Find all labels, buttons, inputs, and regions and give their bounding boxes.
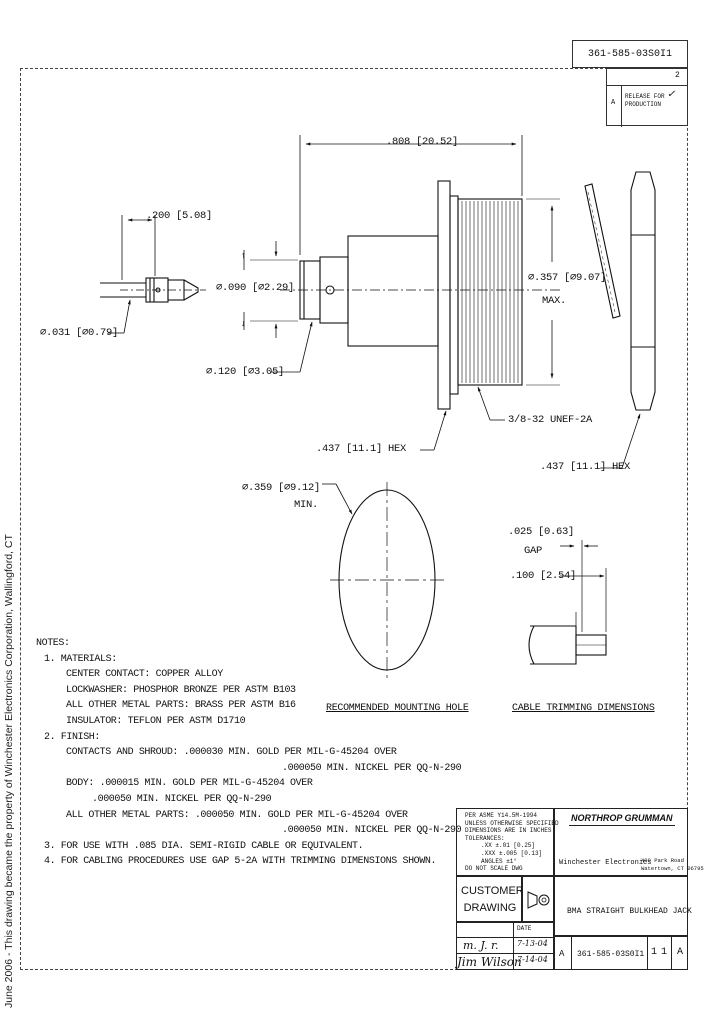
note-line: ALL OTHER METAL PARTS: BRASS PER ASTM B1… (66, 700, 296, 712)
size-value: A (559, 949, 565, 959)
caption-cable-trimming: CABLE TRIMMING DIMENSIONS (512, 703, 655, 714)
sheet-of: 1 (661, 947, 668, 958)
lockwasher-view (584, 183, 621, 319)
tolerance-line: DO NOT SCALE DWG (465, 865, 523, 873)
sheet-number: 1 (651, 947, 658, 958)
dim-overall-length: .808 [20.52] (386, 136, 459, 148)
note-line: CONTACTS AND SHROUD: .000030 MIN. GOLD P… (66, 747, 397, 759)
signature-block: DATE m. J. r. Jim Wilson 7-13-04 7-14-04 (456, 922, 554, 970)
date-2: 7-14-04 (517, 955, 548, 964)
note-line: INSULATOR: TEFLON PER ASTM D1710 (66, 715, 246, 727)
mounting-hole-view (322, 482, 444, 678)
dim-insulator-dia: ⌀.120 [⌀3.05] (206, 366, 285, 378)
svg-text:↓: ↓ (241, 318, 246, 328)
revision-block: A RELEASE FOR PRODUCTION 2 ✓ (606, 68, 688, 127)
note-line: BODY: .000015 MIN. GOLD PER MIL-G-45204 … (66, 778, 313, 790)
rev-sheet-mark: 2 (675, 71, 680, 80)
rev-initials-signature: ✓ (667, 89, 676, 100)
rev-description: RELEASE FOR PRODUCTION (625, 93, 665, 108)
number-block: A 361-585-03S0I1 1 1 A (554, 936, 688, 970)
note-line: 3. FOR USE WITH .085 DIA. SEMI-RIGID CAB… (44, 840, 364, 852)
note-line: CENTER CONTACT: COPPER ALLOY (66, 669, 223, 681)
dim-hex-nut: .437 [11.1] HEX (540, 461, 631, 473)
third-angle-projection-icon (527, 891, 550, 909)
notes-block: NOTES: 1. MATERIALS: CENTER CONTACT: COP… (36, 636, 462, 870)
hex-nut-view (600, 171, 656, 469)
dim-mount-hole-min: MIN. (294, 499, 319, 511)
division-name: Winchester Electronics (559, 859, 652, 867)
projection-symbol-box (522, 876, 554, 922)
section-markers: ↑ ↓ (241, 250, 246, 328)
date-1: 7-13-04 (517, 939, 548, 948)
note-line: 1. MATERIALS: (44, 653, 117, 665)
title-box: BMA STRAIGHT BULKHEAD JACK (554, 876, 692, 936)
customer-drawing-box: CUSTOMER DRAWING (456, 876, 524, 922)
dim-contact-dia: ⌀.090 [⌀2.29] (216, 282, 295, 294)
dim-gap: .025 [0.63] (508, 526, 575, 538)
address-line-1: 400 Park Road (641, 857, 684, 864)
dim-body-max-dia: ⌀.357 [⌀9.07] (528, 272, 607, 284)
engineer-signature: Jim Wilson (457, 955, 522, 969)
note-line: LOCKWASHER: PHOSPHOR BRONZE PER ASTM B10… (66, 684, 296, 696)
dim-mount-hole-dia: ⌀.359 [⌀9.12] (242, 482, 321, 494)
note-line: .000050 MIN. NICKEL PER QQ-N-290 (282, 825, 462, 837)
note-line: 4. FOR CABLING PROCEDURES USE GAP 5-2A W… (44, 856, 437, 868)
note-line: .000050 MIN. NICKEL PER QQ-N-290 (92, 793, 272, 805)
dim-trim: .100 [2.54] (510, 570, 577, 582)
dim-gap-label: GAP (524, 545, 543, 557)
center-contact-view (100, 215, 206, 334)
caption-mounting-hole: RECOMMENDED MOUNTING HOLE (326, 703, 469, 714)
revision-value: A (677, 947, 684, 958)
customer-drawing-label: CUSTOMER DRAWING (461, 885, 524, 914)
drawing-number: 361-585-03S0I1 (577, 950, 645, 959)
tolerance-line: UNLESS OTHERWISE SPECIFIED (465, 819, 559, 827)
dim-body-max-label: MAX. (542, 295, 567, 307)
dim-contact-pin-dia: ⌀.031 [⌀0.79] (40, 327, 119, 339)
cable-trimming-view (528, 540, 607, 665)
note-line: 2. FINISH: (44, 731, 101, 743)
connector-body-view (243, 135, 560, 451)
document-number-box: 361-585-03S0I1 (572, 40, 688, 68)
tolerance-line: ANGLES ±1° (481, 857, 518, 865)
svg-text:↑: ↑ (241, 250, 246, 260)
address-line-2: Watertown, CT 06795 (641, 865, 704, 872)
note-line: .000050 MIN. NICKEL PER QQ-N-290 (282, 762, 462, 774)
approver-signature: m. J. r. (463, 939, 499, 952)
drawing-title: BMA STRAIGHT BULKHEAD JACK (567, 907, 692, 916)
rev-letter: A (611, 99, 616, 107)
tolerance-line: PER ASME Y14.5M-1994 (465, 812, 538, 819)
company-block: NORTHROP GRUMMAN Winchester Electronics … (554, 808, 704, 876)
tolerance-block: PER ASME Y14.5M-1994 UNLESS OTHERWISE SP… (456, 808, 559, 876)
note-line: ALL OTHER METAL PARTS: .000050 MIN. GOLD… (66, 809, 408, 821)
notes-heading: NOTES: (36, 638, 70, 649)
dim-contact-length: .200 [5.08] (146, 210, 213, 222)
tolerance-line: .XX ±.01 [0.25] (481, 842, 536, 850)
tolerance-line: .XXX ±.005 [0.13] (481, 849, 543, 857)
date-label: DATE (517, 925, 532, 932)
company-logo: NORTHROP GRUMMAN (571, 813, 673, 823)
dim-thread: 3/8-32 UNEF-2A (508, 414, 593, 426)
tolerance-line: TOLERANCES: (465, 834, 505, 842)
drawing-border (20, 68, 688, 970)
dim-hex-body: .437 [11.1] HEX (316, 443, 407, 455)
tolerance-line: DIMENSIONS ARE IN INCHES (465, 827, 552, 835)
